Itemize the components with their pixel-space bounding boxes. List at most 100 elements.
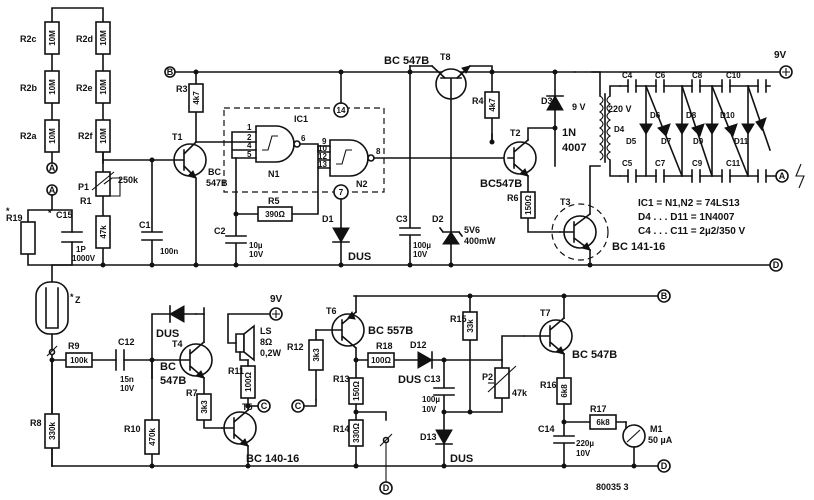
speaker-v1: 8Ω bbox=[260, 337, 272, 347]
r2d-value: 10M bbox=[99, 30, 108, 46]
r2f-ref: R2f bbox=[78, 131, 94, 141]
d13-ref: D13 bbox=[420, 432, 437, 442]
d12-type: DUS bbox=[398, 374, 421, 386]
r7-ref: R7 bbox=[186, 388, 198, 398]
d11-label: D11 bbox=[734, 137, 749, 146]
r15-value: 33k bbox=[466, 319, 475, 333]
d13-type: DUS bbox=[450, 453, 473, 465]
c3-value2: 10V bbox=[413, 250, 428, 259]
node-a-right: A bbox=[779, 171, 786, 181]
r9-value: 100k bbox=[70, 356, 88, 365]
d2-value1: 5V6 bbox=[464, 225, 480, 235]
n1-ref: N1 bbox=[268, 169, 280, 179]
c13-value2: 10V bbox=[422, 405, 437, 414]
r7-value: 3k3 bbox=[200, 400, 209, 414]
pin9: 9 bbox=[322, 137, 327, 146]
r15-ref: R15 bbox=[450, 314, 467, 324]
d1-type: DUS bbox=[348, 251, 371, 263]
p2-ref: P2 bbox=[482, 372, 493, 382]
d7-label: D7 bbox=[661, 137, 672, 146]
r2a-ref: R2a bbox=[20, 131, 38, 141]
speaker-ref: LS bbox=[260, 326, 272, 336]
c2-ref: C2 bbox=[214, 226, 226, 236]
pin5: 5 bbox=[247, 150, 252, 159]
r1-ref: R1 bbox=[80, 196, 92, 206]
r2e-value: 10M bbox=[99, 79, 108, 95]
c12-ref: C12 bbox=[118, 337, 135, 347]
r3-ref: R3 bbox=[176, 84, 188, 94]
c2-value2: 10V bbox=[249, 250, 264, 259]
c11-label: C11 bbox=[726, 159, 741, 168]
r10-value: 470k bbox=[148, 428, 157, 446]
pin4: 4 bbox=[247, 141, 252, 150]
r2c-value: 10M bbox=[48, 30, 57, 46]
node-d-right: D bbox=[773, 260, 780, 270]
geiger-tube: * Z bbox=[35, 281, 81, 467]
svg-text:*: * bbox=[6, 206, 10, 216]
d9-label: D9 bbox=[693, 137, 704, 146]
c3-value1: 100µ bbox=[413, 241, 431, 250]
bom-note-1: IC1 = N1,N2 = 74LS13 bbox=[638, 198, 740, 209]
d2-ref: D2 bbox=[432, 214, 444, 224]
c12-value1: 15n bbox=[120, 375, 134, 384]
d3-value2: 4007 bbox=[562, 142, 586, 154]
ic-pin7: 7 bbox=[339, 188, 344, 197]
r5-ref: R5 bbox=[268, 196, 280, 206]
c14-ref: C14 bbox=[538, 424, 555, 434]
r17-value: 6k8 bbox=[596, 418, 610, 427]
p2-value: 47k bbox=[512, 388, 528, 398]
c10-label: C10 bbox=[726, 71, 741, 80]
d8-label: D8 bbox=[686, 111, 697, 120]
t1-type1: BC bbox=[208, 167, 221, 177]
t4-type1: BC bbox=[160, 361, 176, 373]
c6-label: C6 bbox=[655, 71, 666, 80]
t8-regulator: BC 547B T8 C3 100µ 10V D2 5V6 400mW 4k7 … bbox=[384, 52, 500, 266]
r18-value: 100Ω bbox=[371, 356, 391, 365]
c1-value: 100n bbox=[160, 247, 178, 256]
tube-ref: Z bbox=[75, 295, 81, 305]
r14-value: 330Ω bbox=[352, 423, 361, 443]
d6-label: D6 bbox=[650, 111, 661, 120]
t7-type: BC 547B bbox=[572, 349, 617, 361]
pin1: 1 bbox=[247, 123, 252, 132]
r13-ref: R13 bbox=[333, 374, 350, 384]
d5-label: D5 bbox=[626, 137, 637, 146]
c1-ref: C1 bbox=[139, 220, 151, 230]
r19-c15: A R19 C15 1P 1000V * * bbox=[6, 184, 96, 283]
speaker-v2: 0,2W bbox=[260, 348, 282, 358]
hv-divider-chain: 10M 10M 10M 10M 10M 10M R2c R2b R2a R2d … bbox=[20, 7, 111, 174]
pin12: 12 bbox=[318, 152, 327, 161]
t7-ref: T7 bbox=[540, 308, 551, 318]
t1-type2: 547B bbox=[206, 178, 228, 188]
rail-9v-top: 9V bbox=[774, 50, 787, 61]
p1-r1: P1 250k 47k R1 bbox=[78, 152, 139, 266]
r12-ref: R12 bbox=[287, 342, 304, 352]
node-b-top: B bbox=[167, 67, 174, 77]
d3-ref: D3 bbox=[541, 96, 553, 106]
r2c-ref: R2c bbox=[20, 34, 37, 44]
r2f-value: 10M bbox=[99, 128, 108, 144]
pin8: 8 bbox=[376, 147, 381, 156]
r16-value: 6k8 bbox=[560, 384, 569, 398]
r9-ref: R9 bbox=[68, 341, 80, 351]
node-c-mid: C bbox=[295, 401, 302, 411]
n2-ref: N2 bbox=[356, 179, 368, 189]
c4-label: C4 bbox=[622, 71, 633, 80]
r11-value: 100Ω bbox=[244, 372, 253, 392]
pin6: 6 bbox=[301, 134, 306, 143]
t4-ref: T4 bbox=[172, 339, 183, 349]
r13-value: 150Ω bbox=[352, 381, 361, 401]
node-a-top: A bbox=[49, 163, 56, 173]
c13-value1: 100µ bbox=[422, 395, 440, 404]
r5-value: 390Ω bbox=[265, 210, 285, 219]
c15-ref: C15 bbox=[56, 210, 73, 220]
c5-label: C5 bbox=[622, 159, 633, 168]
t4-t5-audio: 100k R9 C12 15n 10V 330k R8 DUS 470k R10… bbox=[30, 294, 299, 467]
r4-value: 4k7 bbox=[488, 98, 497, 112]
r18-ref: R18 bbox=[376, 341, 393, 351]
t8-type: BC 547B bbox=[384, 55, 429, 67]
svg-text:*: * bbox=[70, 292, 74, 302]
p1-ref: P1 bbox=[78, 182, 89, 192]
